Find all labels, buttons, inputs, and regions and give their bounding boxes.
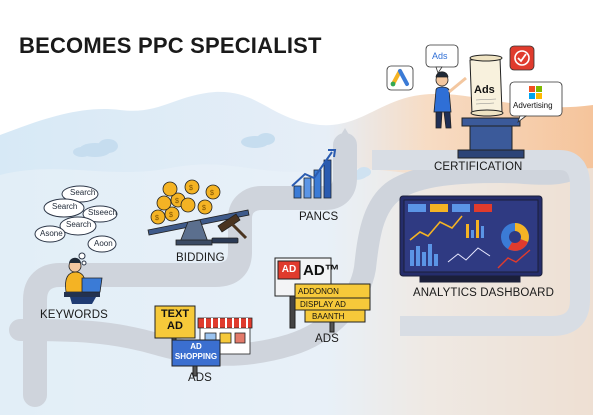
addonon-label: ADDONON: [298, 287, 339, 296]
advertising-bubble: [509, 81, 563, 124]
analytics-dashboard-screen: [399, 195, 543, 283]
baanth-label: BAANTH: [312, 312, 345, 321]
checkmark-badge-icon: [509, 45, 535, 71]
advertising-label: Advertising: [513, 101, 553, 110]
growth-chart-icon: [291, 149, 337, 199]
stage-label-bidding: BIDDING: [176, 252, 225, 264]
mini-chart-icon: [497, 249, 531, 269]
search-bubble-text: Aoon: [94, 239, 113, 248]
text-ad-label: TEXT AD: [160, 308, 190, 332]
stage-label-analytics: ANALYTICS DASHBOARD: [413, 287, 554, 299]
seesaw-coins-icon: $ $ $ $ $ $: [147, 179, 250, 246]
search-bubble-text: Stseech: [88, 208, 117, 217]
thought-bubbles: [34, 185, 118, 266]
stage-label-ads-billboard: ADS: [315, 333, 339, 345]
svg-text:$: $: [210, 190, 214, 197]
winding-path-lower: [9, 157, 586, 366]
ad-shopping-sign: [171, 339, 221, 377]
svg-text:$: $: [189, 185, 193, 192]
stage-label-keywords: KEYWORDS: [40, 309, 108, 321]
search-bubble-text: Search: [66, 220, 92, 229]
certificate-text: Ads: [474, 84, 495, 96]
winding-path: [23, 133, 357, 407]
winding-path-right: [372, 150, 590, 336]
person-laptop-icon: [64, 257, 103, 304]
ads-bubble-text: Ads: [432, 51, 448, 61]
podium-icon: [457, 117, 525, 159]
person-presenting-icon: [433, 71, 467, 129]
billboard-icon: [274, 257, 371, 333]
stage-label-ads-shopping: ADS: [188, 372, 212, 384]
stage-label-pancs: PANCS: [299, 211, 339, 223]
svg-text:$: $: [175, 198, 179, 205]
ad-shopping-label: AD SHOPPING: [174, 342, 218, 361]
cloud-icon: [73, 139, 118, 157]
billboard-ad-tm-label: AD™: [303, 262, 340, 279]
stage-label-certification: CERTIFICATION: [434, 161, 523, 173]
svg-text:$: $: [202, 205, 206, 212]
search-bubble-text: Search: [52, 202, 78, 211]
search-bubble-text: Asone: [40, 229, 63, 238]
display-ad-label: DISPLAY AD: [300, 300, 346, 309]
cloud-icon: [241, 133, 275, 148]
svg-text:$: $: [169, 212, 173, 219]
google-ads-logo-icon: [386, 65, 414, 91]
billboard-ad-label: AD: [281, 264, 297, 275]
ads-speech-bubble: [425, 44, 459, 74]
page-title: BECOMES PPC SPECIALIST: [19, 33, 322, 58]
search-bubble-text: Search: [70, 188, 96, 197]
path-arrow-icon: [333, 128, 357, 148]
certificate-scroll-icon: [469, 54, 504, 117]
svg-text:$: $: [155, 215, 159, 222]
